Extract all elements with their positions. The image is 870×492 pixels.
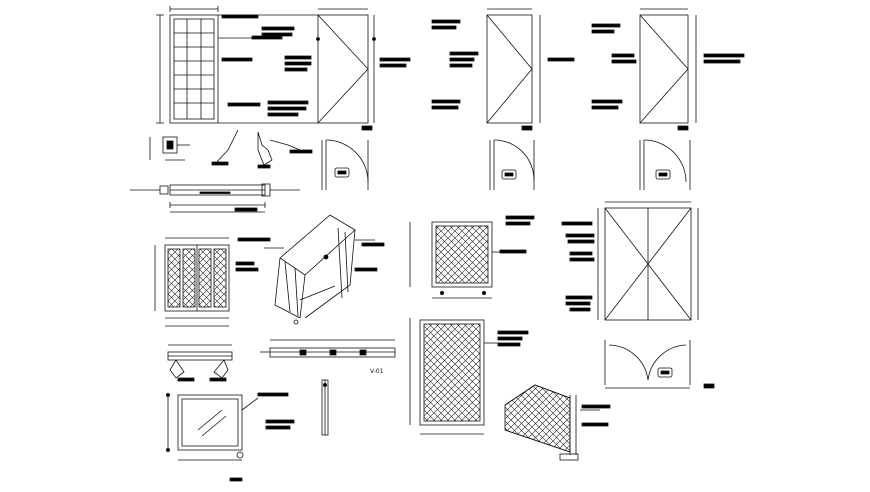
glass-window-elevation xyxy=(165,392,295,482)
glazed-door-annotations xyxy=(218,14,312,117)
door-plan-3 xyxy=(639,139,691,190)
door-elevation-2 xyxy=(431,8,575,131)
door-elevation-3 xyxy=(591,8,745,131)
isometric-window-detail xyxy=(264,214,385,325)
mesh-panel-small xyxy=(409,215,535,299)
double-door-elevation xyxy=(561,201,699,321)
sill-section-detail xyxy=(130,183,300,213)
glazed-door-elevation xyxy=(156,6,318,124)
carved-double-door-elevation xyxy=(154,237,271,327)
door-plan-2 xyxy=(489,139,535,190)
door-plan-1 xyxy=(321,139,369,190)
carved-door-plan xyxy=(167,344,233,382)
mesh-isometric-detail xyxy=(504,384,611,461)
door-elevation-1 xyxy=(316,8,411,131)
section-mark-label: V-01 xyxy=(370,368,384,375)
frame-profile-bars xyxy=(260,339,396,436)
mesh-panel-tall xyxy=(409,318,529,435)
double-door-plan xyxy=(604,340,715,389)
frame-section-detail xyxy=(149,129,313,169)
